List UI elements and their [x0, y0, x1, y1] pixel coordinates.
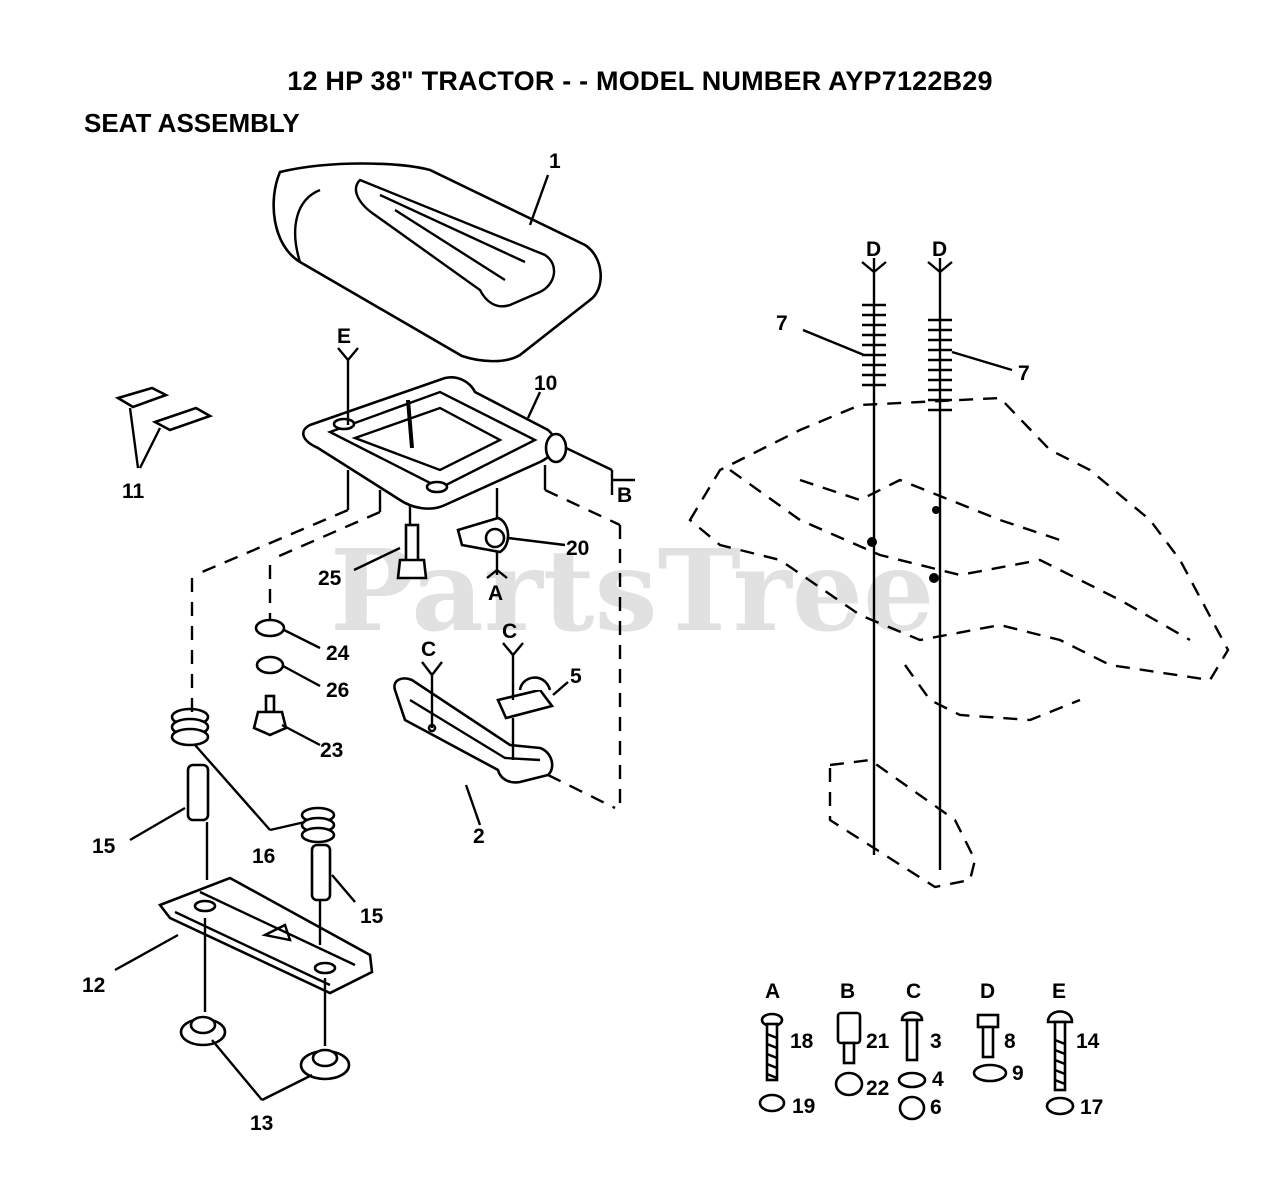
section-title: SEAT ASSEMBLY [84, 108, 300, 138]
page-title: 12 HP 38" TRACTOR - - MODEL NUMBER AYP71… [287, 66, 993, 96]
legend-part-6: 6 [930, 1096, 942, 1119]
ref-c-right: C [502, 620, 517, 643]
nut-22 [834, 1071, 864, 1097]
reference-arrows [337, 261, 953, 677]
springs-part-16 [170, 707, 336, 844]
bolt-14-head [1046, 1010, 1074, 1024]
callout-11: 11 [122, 480, 145, 503]
callout-5: 5 [570, 665, 582, 688]
callout-26: 26 [326, 679, 349, 702]
ref-c-left: C [421, 638, 436, 661]
seat-plate-part-10 [302, 376, 568, 510]
bolt-14-shank [1053, 1020, 1067, 1092]
legend-part-4: 4 [932, 1068, 944, 1091]
ref-d-left: D [866, 238, 881, 261]
seat-part-1 [272, 162, 602, 363]
ref-d-right: D [932, 238, 947, 261]
legend-part-18: 18 [790, 1030, 814, 1053]
legend-part-14: 14 [1076, 1030, 1100, 1053]
legend-letter-a: A [765, 980, 780, 1003]
callout-10: 10 [534, 372, 557, 395]
callout-1: 1 [549, 150, 561, 173]
legend-part-17: 17 [1080, 1096, 1103, 1119]
bolt-21-head [836, 1011, 862, 1045]
ref-b: B [617, 484, 632, 507]
callout-20: 20 [566, 537, 589, 560]
washer-4 [897, 1071, 927, 1089]
ref-e: E [337, 325, 351, 348]
hardware-legend: A 18 19 B 21 22 C 3 4 6 D 8 9 E 14 [758, 980, 1103, 1121]
springs-part-7 [862, 258, 952, 870]
shoulder-bolt-part-25 [396, 523, 428, 580]
callout-15-left: 15 [92, 835, 116, 858]
legend-letter-b: B [840, 980, 855, 1003]
legend-letter-e: E [1052, 980, 1066, 1003]
legend-part-8: 8 [1004, 1030, 1016, 1053]
fender-outline [688, 396, 1230, 889]
callout-leaders [114, 174, 1013, 1102]
grommets-part-13 [179, 1015, 351, 1081]
clamp-part-5 [496, 676, 555, 720]
legend-part-19: 19 [792, 1095, 815, 1118]
bolt-3-shank [905, 1018, 919, 1062]
hardware-stack-23-24-26 [252, 618, 288, 737]
bushings-part-15 [186, 763, 332, 902]
callout-13: 13 [250, 1112, 273, 1135]
watermark: PartsTree [330, 526, 934, 657]
callout-15-right: 15 [360, 905, 384, 928]
bolt-8-shank [981, 1025, 995, 1059]
legend-part-21: 21 [866, 1030, 890, 1053]
legend-letter-c: C [906, 980, 921, 1003]
callout-16: 16 [252, 845, 275, 868]
callout-2: 2 [473, 825, 485, 848]
callout-7-left: 7 [776, 312, 788, 335]
bolt-21-shank [842, 1041, 856, 1065]
ref-a: A [488, 582, 503, 605]
legend-letter-d: D [980, 980, 995, 1003]
washer-9 [972, 1063, 1008, 1083]
callout-12: 12 [82, 974, 105, 997]
callout-labels: 1 10 11 20 25 24 26 23 5 2 7 7 15 16 15 … [82, 150, 1030, 1135]
pads-part-11 [114, 386, 214, 469]
connector-lines [190, 360, 622, 1046]
nut-6 [898, 1095, 926, 1121]
bracket-part-20 [456, 516, 510, 554]
legend-part-9: 9 [1012, 1062, 1024, 1085]
bolt-8-head [976, 1013, 1000, 1029]
bolt-18-shank [765, 1022, 779, 1082]
legend-part-3: 3 [930, 1030, 942, 1053]
base-plate-part-12 [157, 876, 374, 995]
bolt-3-head [900, 1011, 924, 1022]
nut-19 [758, 1093, 786, 1113]
callout-23: 23 [320, 739, 343, 762]
callout-24: 24 [326, 642, 350, 665]
nut-17 [1045, 1096, 1075, 1116]
callout-7-right: 7 [1018, 362, 1030, 385]
legend-part-22: 22 [866, 1077, 889, 1100]
callout-25: 25 [318, 567, 342, 590]
